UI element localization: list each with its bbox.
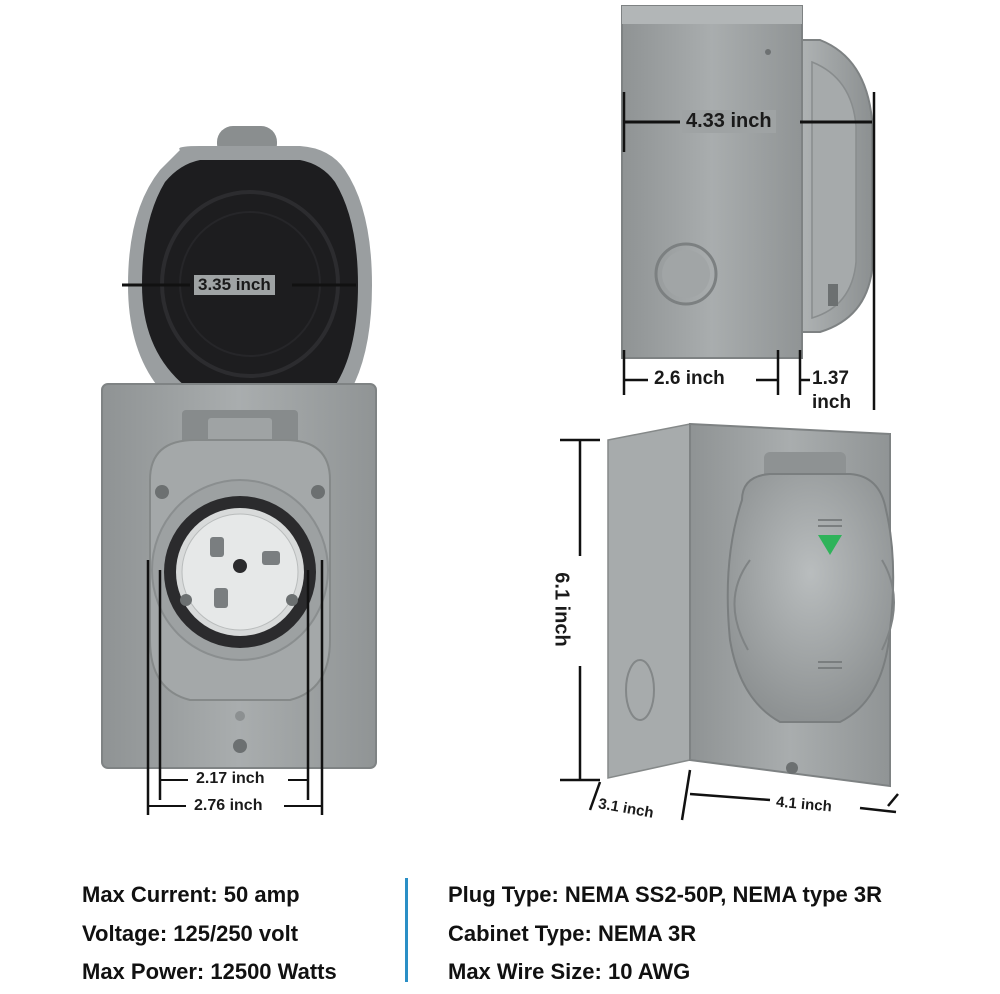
dim-box-width-top: 2.6 inch bbox=[654, 368, 725, 389]
front-view-inlet-box bbox=[101, 126, 377, 815]
spec-max-wire-size: Max Wire Size: 10 AWG bbox=[448, 959, 691, 984]
dim-cover-depth-line1: 1.37 bbox=[812, 368, 849, 389]
isometric-view-box bbox=[560, 422, 899, 821]
dim-height: 6.1 inch bbox=[550, 572, 573, 647]
specifications: Max Current: 50 amp Voltage: 125/250 vol… bbox=[0, 870, 1000, 994]
dim-outer-width: 2.76 inch bbox=[194, 797, 263, 814]
dim-inner-width: 2.17 inch bbox=[196, 770, 265, 787]
specs-left-column: Max Current: 50 amp Voltage: 125/250 vol… bbox=[82, 876, 337, 992]
indicator-triangle-icon bbox=[818, 535, 842, 555]
spec-voltage: Voltage: 125/250 volt bbox=[82, 920, 299, 946]
spec-plug-type: Plug Type: NEMA SS2-50P, NEMA type 3R bbox=[448, 882, 882, 907]
dim-cover-depth-line2: inch bbox=[812, 392, 852, 413]
side-view-box bbox=[621, 5, 876, 410]
dim-cover-width: 3.35 inch bbox=[194, 275, 275, 295]
spec-cabinet-type: Cabinet Type: NEMA 3R bbox=[448, 920, 697, 946]
spec-divider bbox=[405, 878, 408, 982]
spec-max-current: Max Current: 50 amp bbox=[82, 882, 300, 907]
specs-right-column: Plug Type: NEMA SS2-50P, NEMA type 3R Ca… bbox=[448, 876, 882, 992]
dim-box-depth: 4.33 inch bbox=[682, 110, 776, 133]
spec-max-power: Max Power: 12500 Watts bbox=[82, 959, 337, 984]
